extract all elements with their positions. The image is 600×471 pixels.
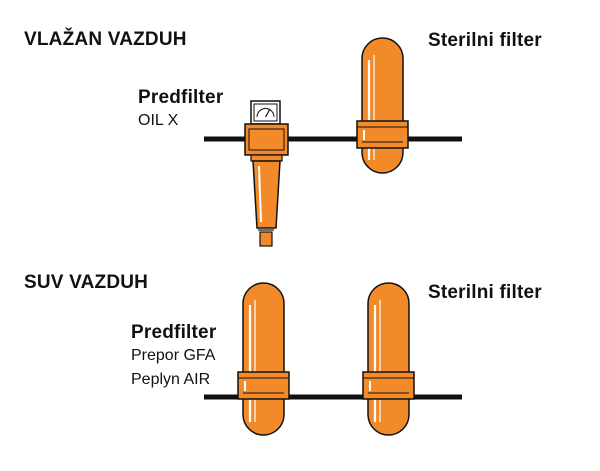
dry-air-sterile-filter [362,282,415,436]
wet-air-prefilter-label: Predfilter [138,87,224,108]
dry-air-prefilter-product-1: Prepor GFA [131,347,216,364]
wet-air-title: VLAŽAN VAZDUH [24,29,187,50]
wet-air-sterile-filter [356,37,409,174]
dry-air-prefilter-label: Predfilter [131,322,217,343]
dry-air-title: SUV VAZDUH [24,272,149,293]
pressure-gauge-icon [250,100,281,125]
wet-air-sterile-label: Sterilni filter [428,30,542,51]
wet-air-prefilter [244,100,289,247]
dry-air-sterile-label: Sterilni filter [428,282,542,303]
dry-air-prefilter-product-2: Peplyn AIR [131,371,211,388]
wet-air-prefilter-product: OIL X [138,112,179,129]
dry-air-prefilter [237,282,290,436]
